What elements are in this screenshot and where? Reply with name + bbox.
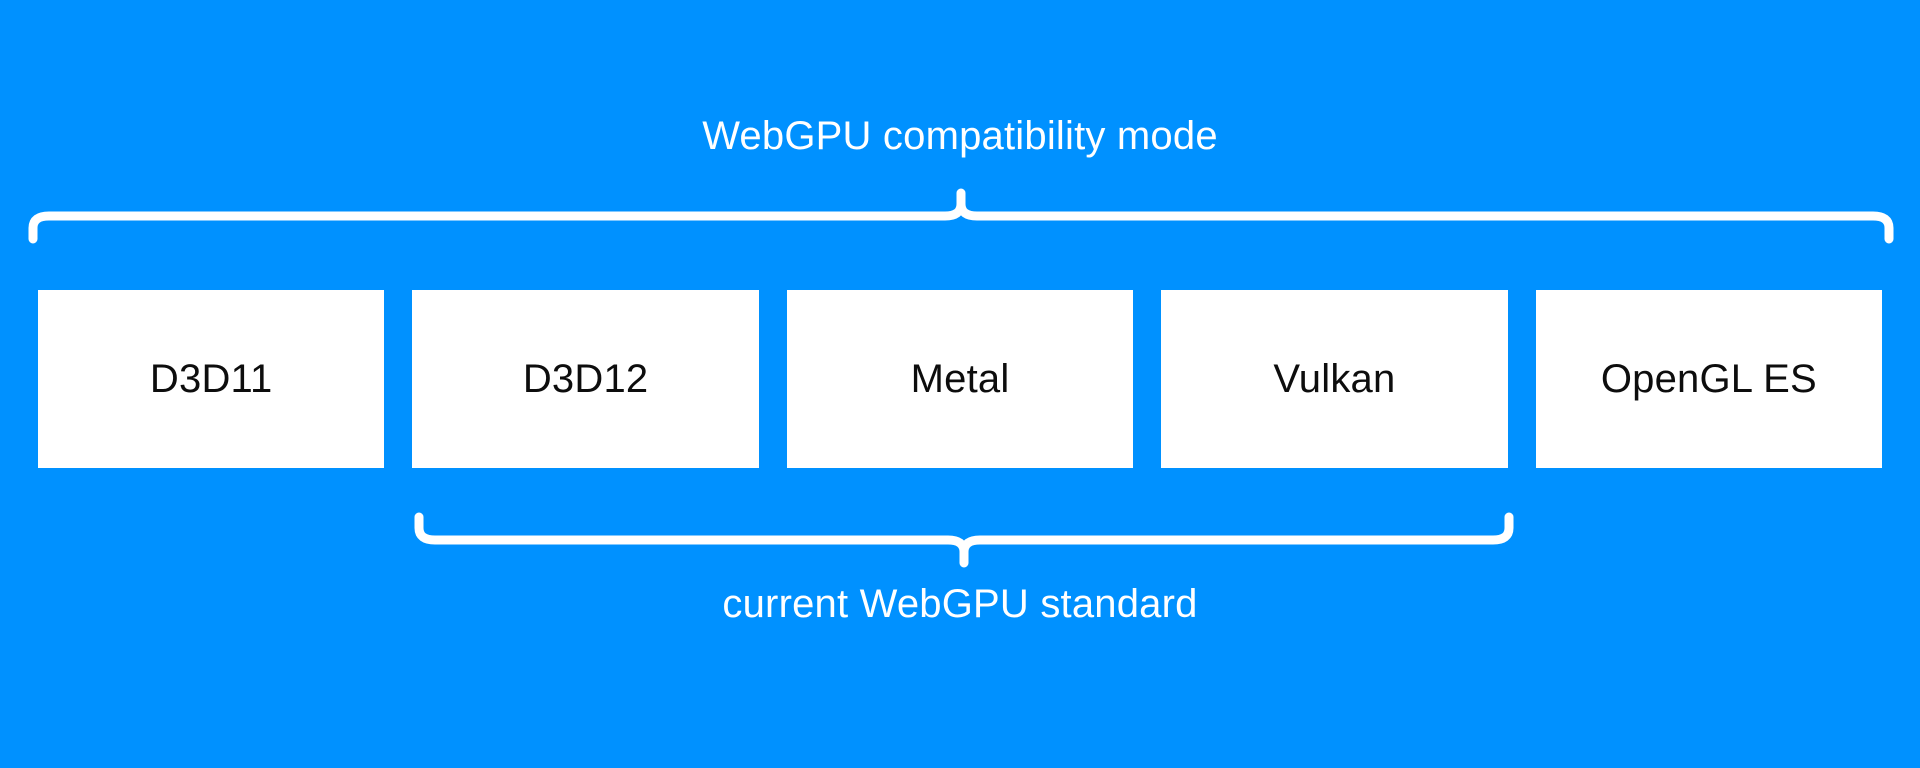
top-group-label: WebGPU compatibility mode bbox=[702, 114, 1218, 158]
bottom-group-label: current WebGPU standard bbox=[722, 582, 1198, 626]
curly-brace-down-icon bbox=[28, 188, 1894, 244]
api-box-metal[interactable]: Metal bbox=[786, 290, 1134, 468]
api-box-d3d12[interactable]: D3D12 bbox=[412, 290, 759, 468]
api-box-label: OpenGL ES bbox=[1600, 357, 1817, 401]
api-box-label: D3D11 bbox=[149, 357, 273, 401]
api-box-opengl-es[interactable]: OpenGL ES bbox=[1535, 290, 1883, 468]
api-box-vulkan[interactable]: Vulkan bbox=[1161, 290, 1508, 468]
curly-brace-up-icon bbox=[414, 512, 1514, 568]
api-box-d3d11[interactable]: D3D11 bbox=[38, 290, 385, 468]
api-box-label: Metal bbox=[910, 357, 1010, 401]
api-box-label: D3D12 bbox=[522, 357, 649, 401]
api-box-row: D3D11 D3D12 Metal Vulkan OpenGL ES bbox=[38, 290, 1883, 468]
api-box-label: Vulkan bbox=[1273, 357, 1396, 401]
